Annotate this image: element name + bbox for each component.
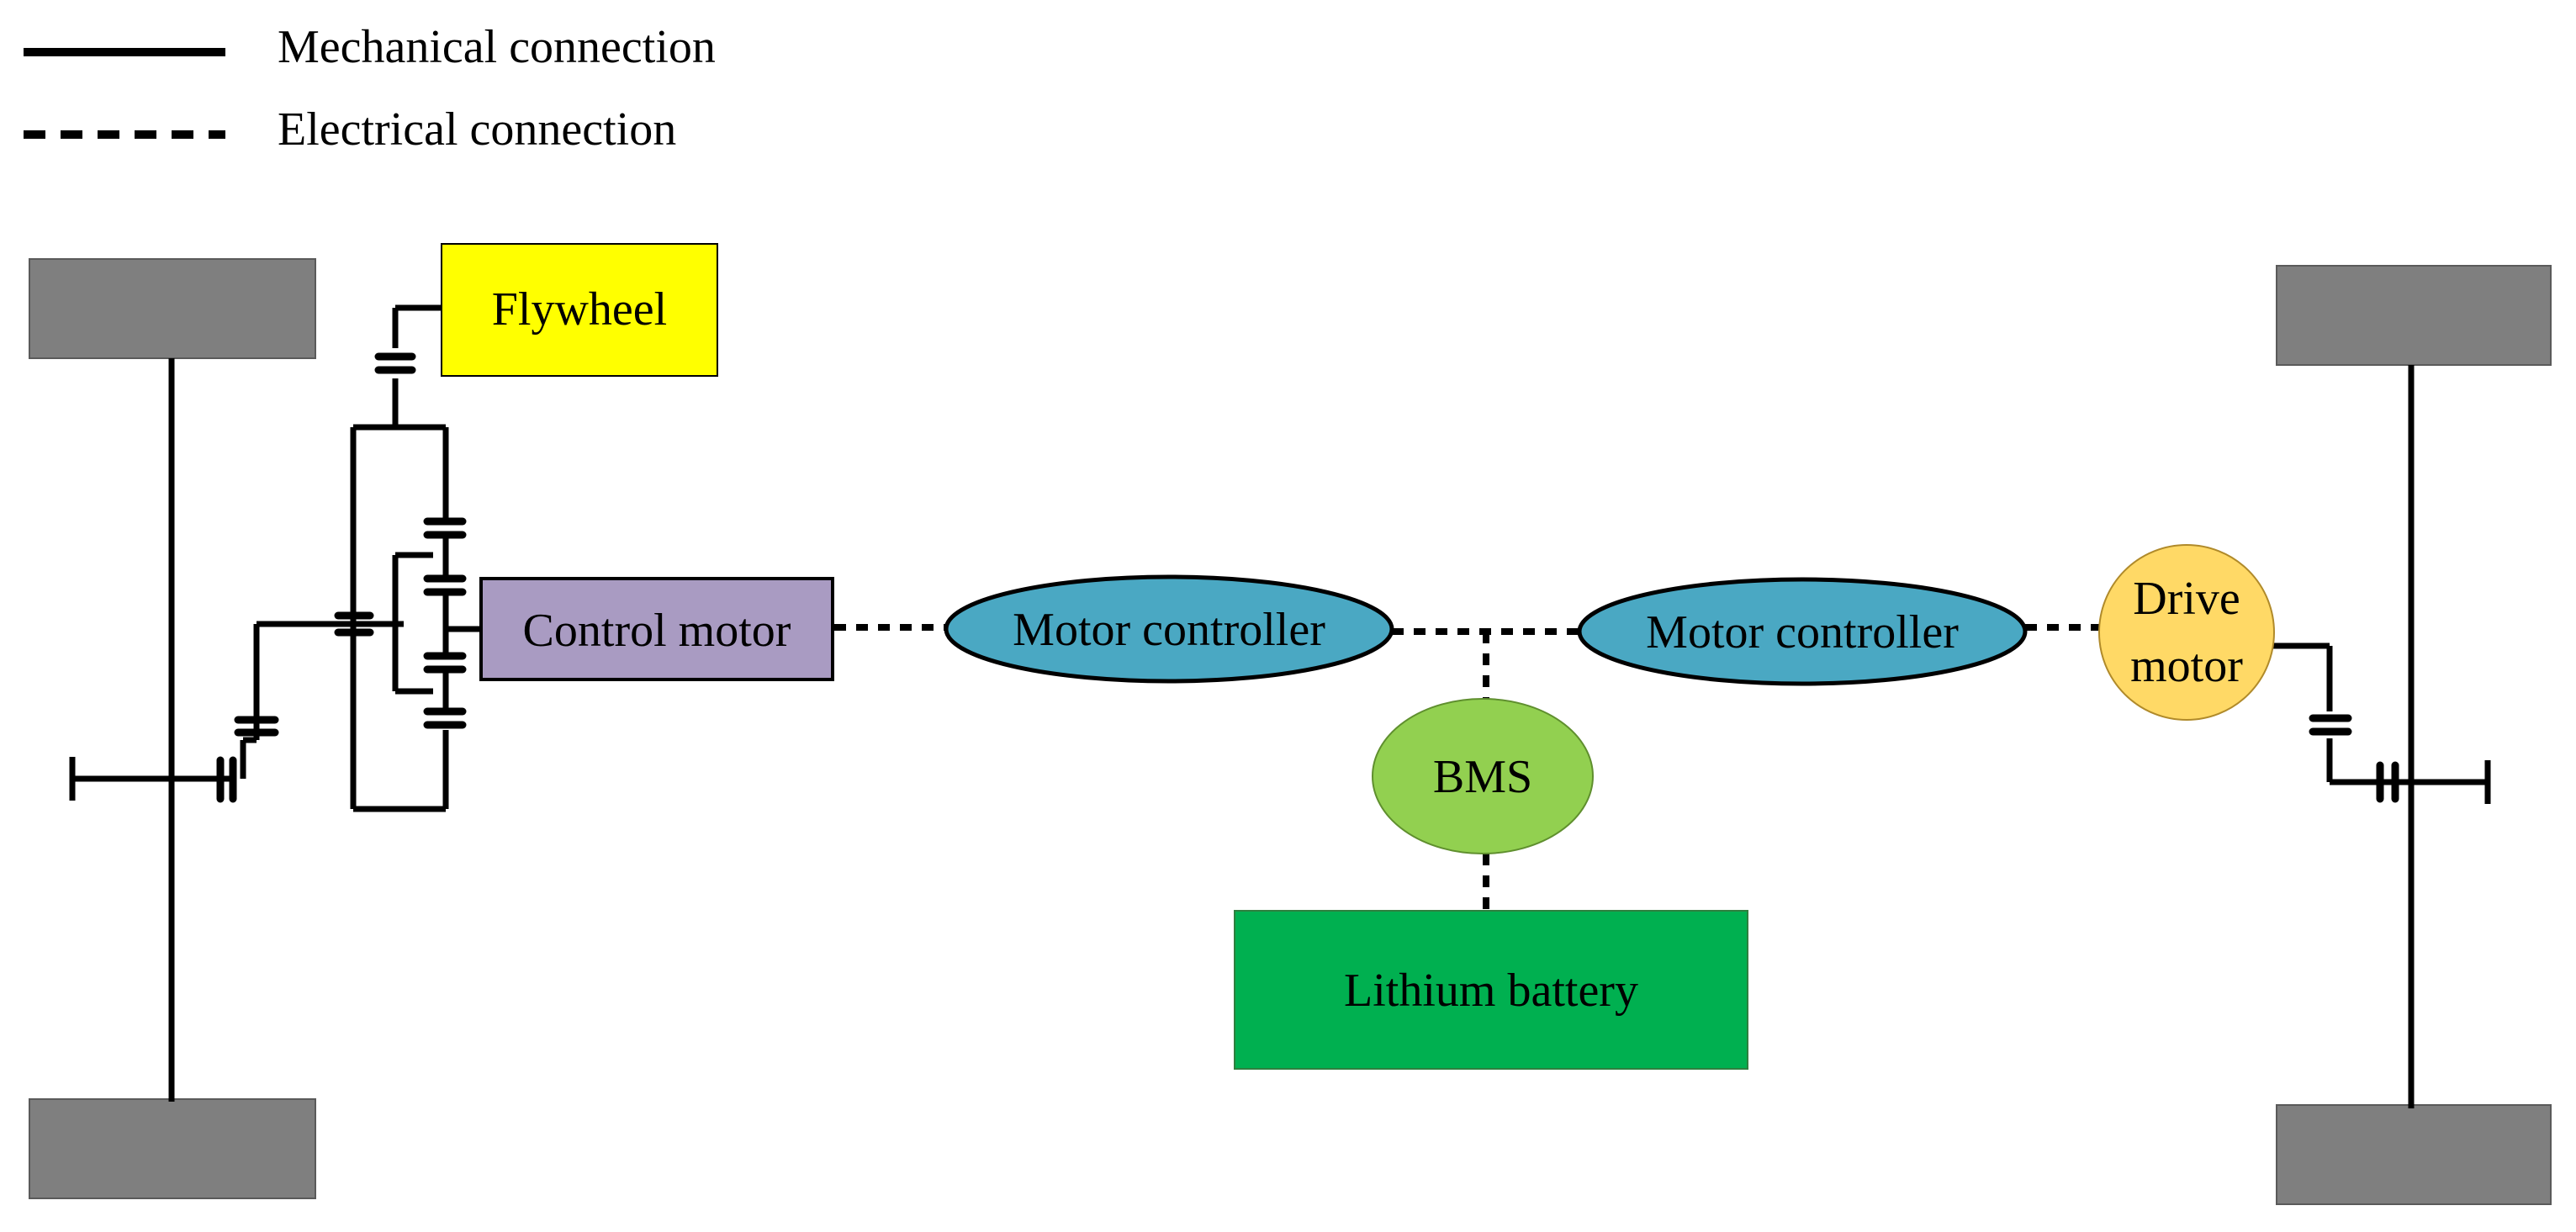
motor-controller-right: Motor controller	[1577, 577, 2028, 686]
control-motor-label: Control motor	[523, 605, 791, 657]
motor-controller-left-label: Motor controller	[1013, 604, 1325, 656]
flywheel-label: Flywheel	[492, 283, 667, 336]
lithium-battery-label: Lithium battery	[1344, 965, 1638, 1017]
drive-motor-label-line2: motor	[2130, 640, 2243, 692]
left-mechanical-drivetrain	[69, 304, 481, 1102]
bms-label: BMS	[1433, 751, 1532, 803]
legend-electrical-label: Electrical connection	[278, 103, 676, 156]
right-mechanical-drivetrain	[2271, 365, 2491, 1108]
legend-mechanical-label: Mechanical connection	[278, 21, 716, 73]
legend: Mechanical connection Electrical connect…	[24, 21, 716, 156]
front-right-wheel	[2276, 265, 2552, 366]
bms-node: BMS	[1372, 698, 1594, 854]
rear-right-wheel	[2276, 1104, 2552, 1205]
front-left-wheel	[29, 258, 316, 359]
drive-motor-label-line1: Drive	[2133, 573, 2240, 625]
motor-controller-left: Motor controller	[944, 574, 1394, 684]
drive-motor-node: Drive motor	[2098, 544, 2275, 721]
control-motor-box: Control motor	[479, 577, 834, 681]
motor-controller-right-label: Motor controller	[1646, 606, 1959, 658]
lithium-battery-box: Lithium battery	[1234, 910, 1748, 1070]
rear-left-wheel	[29, 1098, 316, 1199]
flywheel-box: Flywheel	[441, 243, 718, 377]
electrical-connections	[834, 624, 2103, 912]
